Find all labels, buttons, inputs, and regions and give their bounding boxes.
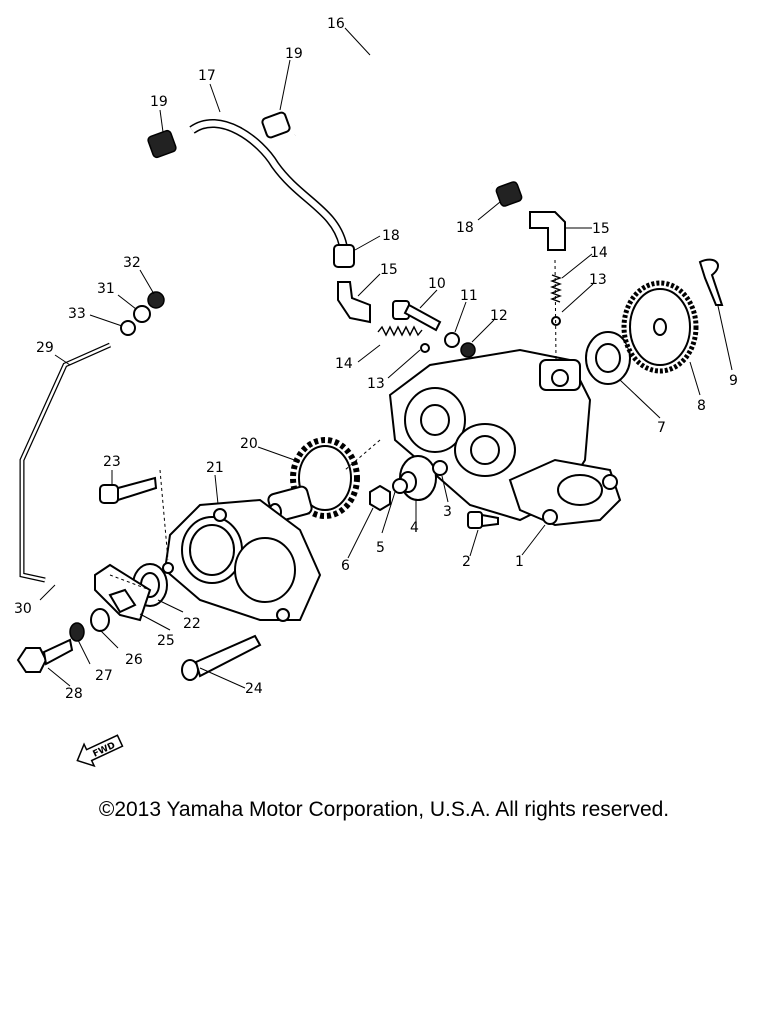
callout-15-lower: 15: [380, 262, 398, 278]
spring-14-lower: [377, 325, 423, 337]
spring-14-upper: [550, 274, 562, 303]
callout-17: 17: [198, 68, 216, 84]
callout-26: 26: [125, 652, 143, 668]
callout-28: 28: [65, 686, 83, 702]
callout-31: 31: [97, 281, 115, 297]
callout-20: 20: [240, 436, 258, 452]
callout-13-upper: 13: [589, 272, 607, 288]
cap-4: [399, 455, 437, 501]
callout-23: 23: [103, 454, 121, 470]
callout-19-left: 19: [150, 94, 168, 110]
callout-4: 4: [410, 520, 419, 536]
callout-13-lower: 13: [367, 376, 385, 392]
gear-8: [621, 280, 699, 374]
callout-29: 29: [36, 340, 54, 356]
oil-pump-body: [388, 348, 622, 527]
callout-30: 30: [14, 601, 32, 617]
bolt-28: [16, 638, 74, 673]
callout-7: 7: [657, 420, 666, 436]
elbow-fitting-15-right: [529, 211, 566, 251]
callout-9: 9: [729, 373, 738, 389]
fwd-arrow-icon: FWD: [76, 734, 124, 768]
cotter-pin-9: [698, 258, 724, 306]
washer-26: [90, 608, 110, 632]
callout-11: 11: [460, 288, 478, 304]
sleeve-19-right: [261, 111, 291, 139]
control-rod-29: [19, 342, 112, 583]
washer-5: [392, 478, 408, 494]
callout-33: 33: [68, 306, 86, 322]
nut-32: [147, 291, 165, 309]
callout-27: 27: [95, 668, 113, 684]
lever-25: [94, 563, 152, 622]
washer-11: [444, 332, 460, 348]
bolt-10: [392, 300, 442, 332]
callout-6: 6: [341, 558, 350, 574]
callout-10: 10: [428, 276, 446, 292]
callout-16: 16: [327, 16, 345, 32]
callout-25: 25: [157, 633, 175, 649]
nut-31: [133, 305, 151, 323]
callout-5: 5: [376, 540, 385, 556]
elbow-fitting-15-left: [337, 281, 371, 324]
dowel-22: [162, 562, 174, 574]
washer-33: [120, 320, 136, 336]
washer-3: [432, 460, 448, 476]
callout-14-lower: 14: [335, 356, 353, 372]
callout-24: 24: [245, 681, 263, 697]
callout-12: 12: [490, 308, 508, 324]
nut-6: [369, 484, 391, 512]
callout-3: 3: [443, 504, 452, 520]
leader-lines: [39, 27, 733, 689]
hose-17: [189, 119, 348, 247]
callout-8: 8: [697, 398, 706, 414]
callout-labels: 1 2 3 4 5 6 7 8 9 10 11 12 13 13 14 14 1…: [14, 16, 738, 702]
sleeve-18-upper: [495, 181, 523, 207]
callout-21: 21: [206, 460, 224, 476]
copyright-notice: ©2013 Yamaha Motor Corporation, U.S.A. A…: [98, 798, 670, 821]
callout-14-upper: 14: [590, 245, 608, 261]
callout-2: 2: [462, 554, 471, 570]
bolt-24: [181, 634, 262, 681]
hose-16: [293, 51, 494, 186]
callout-32: 32: [123, 255, 141, 271]
callout-22: 22: [183, 616, 201, 632]
screw-23: [99, 476, 158, 504]
sleeve-18-lower: [333, 244, 355, 268]
washer-12: [460, 342, 476, 358]
ball-13-lower: [420, 343, 430, 353]
screw-2: [467, 511, 499, 529]
drive-gear-20: [267, 437, 360, 523]
callout-18-lower: 18: [382, 228, 400, 244]
pump-cover-21: [163, 498, 322, 622]
sleeve-19-left: [147, 129, 177, 159]
callout-18-upper: 18: [456, 220, 474, 236]
callout-15-upper: 15: [592, 221, 610, 237]
callout-1: 1: [515, 554, 524, 570]
washer-27: [69, 622, 85, 642]
callout-19-right: 19: [285, 46, 303, 62]
bearing-7: [585, 331, 631, 385]
